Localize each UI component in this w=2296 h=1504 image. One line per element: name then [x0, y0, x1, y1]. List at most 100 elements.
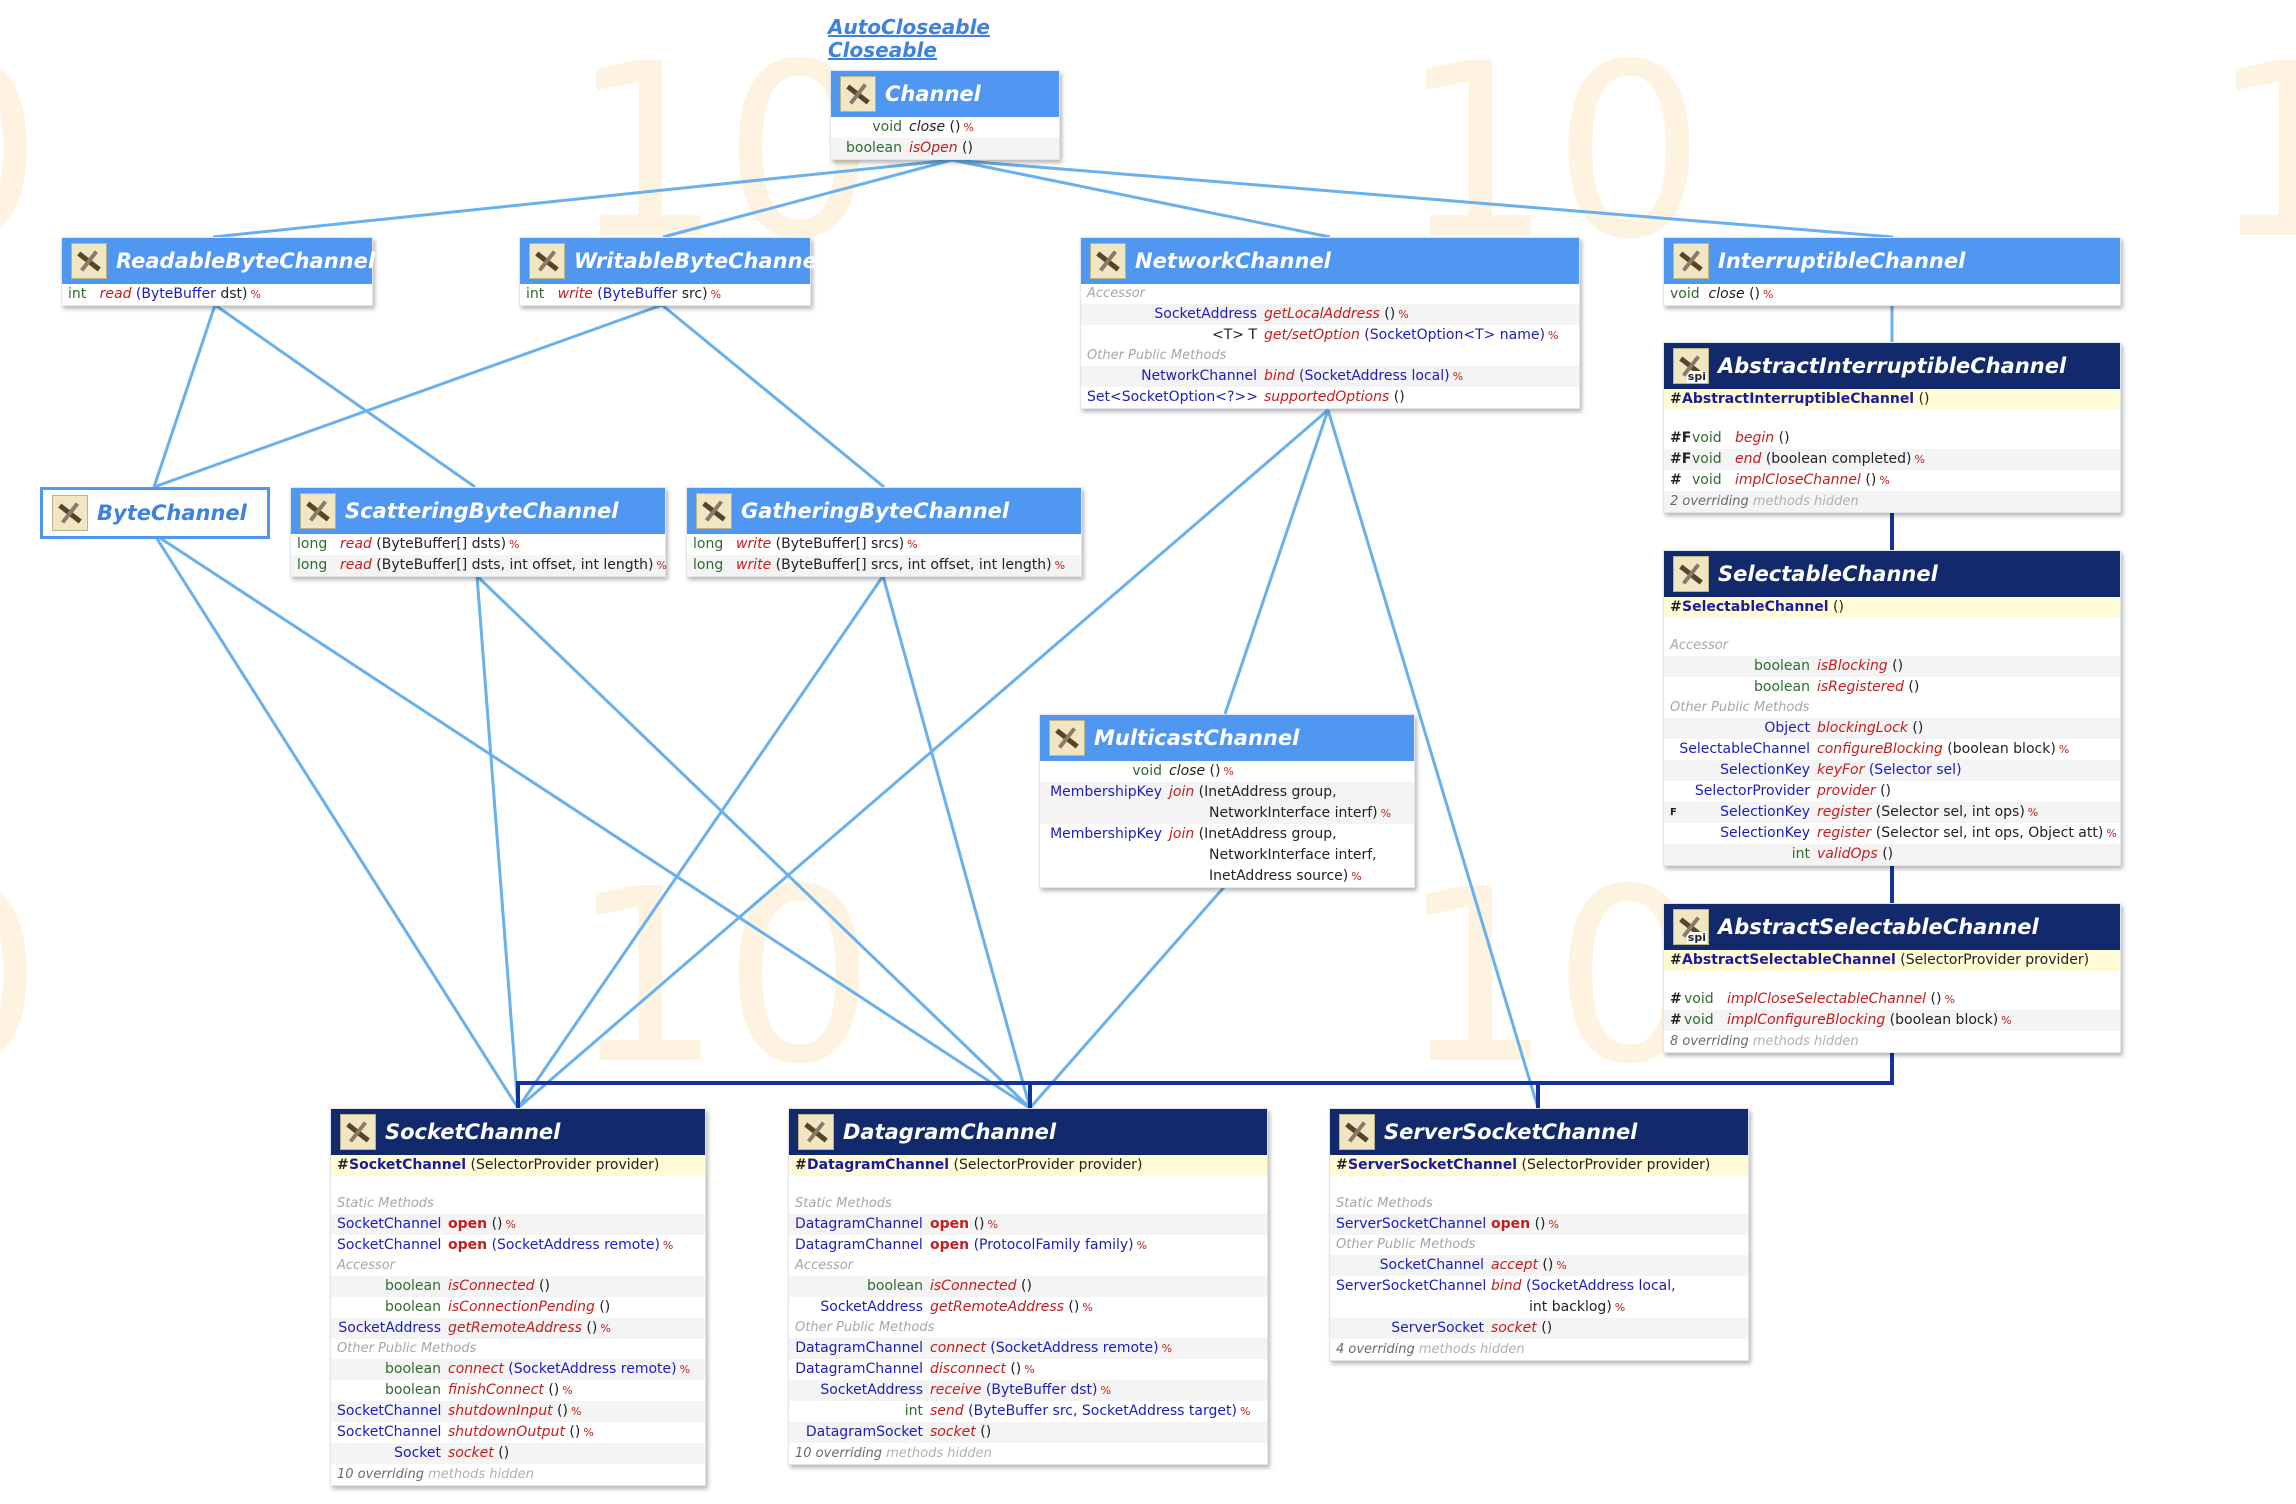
datagram-title: DatagramChannel — [843, 1120, 1057, 1144]
network-title: NetworkChannel — [1135, 249, 1331, 273]
hidden-methods-note[interactable]: 2 overriding methods hidden — [1664, 491, 2120, 512]
gathering-title: GatheringByteChannel — [741, 499, 1010, 523]
byte-channel-box[interactable]: ByteChannel — [40, 487, 270, 539]
edge — [881, 575, 1032, 1109]
interface-icon — [696, 493, 732, 529]
class-icon — [1339, 1114, 1375, 1150]
method-row: #void implConfigureBlocking (boolean blo… — [1664, 1010, 2120, 1031]
scattering-title: ScatteringByteChannel — [345, 499, 619, 523]
selectable-channel-box[interactable]: SelectableChannel #SelectableChannel () … — [1663, 550, 2121, 866]
hidden-methods-note[interactable]: 10 overriding methods hidden — [337, 1467, 534, 1482]
edge — [951, 158, 1331, 239]
watermark-digits: 0 — [0, 837, 43, 1117]
method-row-continuation: NetworkInterface interf, — [1209, 847, 1377, 863]
interface-icon — [52, 495, 88, 531]
interface-icon — [300, 493, 336, 529]
class-icon — [340, 1114, 376, 1150]
class-icon — [1673, 556, 1709, 592]
readable-byte-channel-box[interactable]: ReadableByteChannel int read (ByteBuffer… — [61, 237, 376, 306]
edge — [475, 575, 520, 1109]
edge — [153, 532, 1031, 1110]
interface-icon — [71, 243, 107, 279]
edge — [661, 303, 885, 489]
section-label: Other Public Methods — [337, 1341, 477, 1356]
socket-title: SocketChannel — [385, 1120, 561, 1144]
edge — [1326, 409, 1540, 1109]
section-label: Accessor — [1670, 638, 1729, 653]
hidden-methods-note[interactable]: 4 overriding methods hidden — [1336, 1342, 1525, 1357]
writable-byte-channel-box[interactable]: WritableByteChannel int write (ByteBuffe… — [519, 237, 824, 306]
server-socket-title: ServerSocketChannel — [1384, 1120, 1638, 1144]
edge — [951, 158, 1894, 239]
class-edge — [516, 1052, 1894, 1108]
edge — [1223, 409, 1330, 715]
edge — [1028, 885, 1227, 1109]
edge — [517, 408, 1329, 1110]
section-label: Other Public Methods — [1670, 700, 1810, 715]
gathering-header: GatheringByteChannel — [687, 488, 1081, 534]
byte-channel-header: ByteChannel — [43, 490, 267, 536]
selectable-title: SelectableChannel — [1718, 562, 1938, 586]
class-icon: spi — [1673, 909, 1709, 945]
section-label: Accessor — [1087, 286, 1146, 301]
datagram-channel-box[interactable]: DatagramChannel #DatagramChannel (Select… — [788, 1108, 1268, 1465]
multicast-title: MulticastChannel — [1094, 726, 1300, 750]
method-row-continuation: int backlog)% — [1529, 1299, 1626, 1315]
supertype-links: AutoCloseable Closeable — [828, 16, 990, 62]
network-header: NetworkChannel — [1081, 238, 1579, 284]
method-row: int write (ByteBuffer src)% — [526, 286, 722, 302]
edge — [662, 158, 953, 239]
edge — [516, 575, 885, 1109]
supertype-link-autocloseable[interactable]: AutoCloseable — [828, 15, 990, 39]
readable-title: ReadableByteChannel — [116, 249, 376, 273]
interruptible-channel-box[interactable]: InterruptibleChannel void close ()% — [1663, 237, 2121, 306]
socket-channel-box[interactable]: SocketChannel #SocketChannel (SelectorPr… — [330, 1108, 706, 1486]
method-row-continuation: InetAddress source)% — [1209, 868, 1362, 884]
interface-icon — [529, 243, 565, 279]
readable-header: ReadableByteChannel — [62, 238, 376, 284]
server-socket-channel-box[interactable]: ServerSocketChannel #ServerSocketChannel… — [1329, 1108, 1749, 1361]
method-row: Set<SocketOption<?>>supportedOptions () — [1087, 389, 1405, 405]
interface-icon — [1090, 243, 1126, 279]
channel-title: Channel — [885, 82, 981, 106]
method-row: int read (ByteBuffer dst)% — [68, 286, 261, 302]
multicast-header: MulticastChannel — [1040, 715, 1414, 761]
hidden-methods-note[interactable]: 8 overriding methods hidden — [1670, 1034, 1859, 1049]
supertype-link-closeable[interactable]: Closeable — [828, 38, 937, 62]
hidden-methods-note[interactable]: 10 overriding methods hidden — [795, 1446, 992, 1461]
method-row: void close ()% — [1670, 286, 1774, 302]
